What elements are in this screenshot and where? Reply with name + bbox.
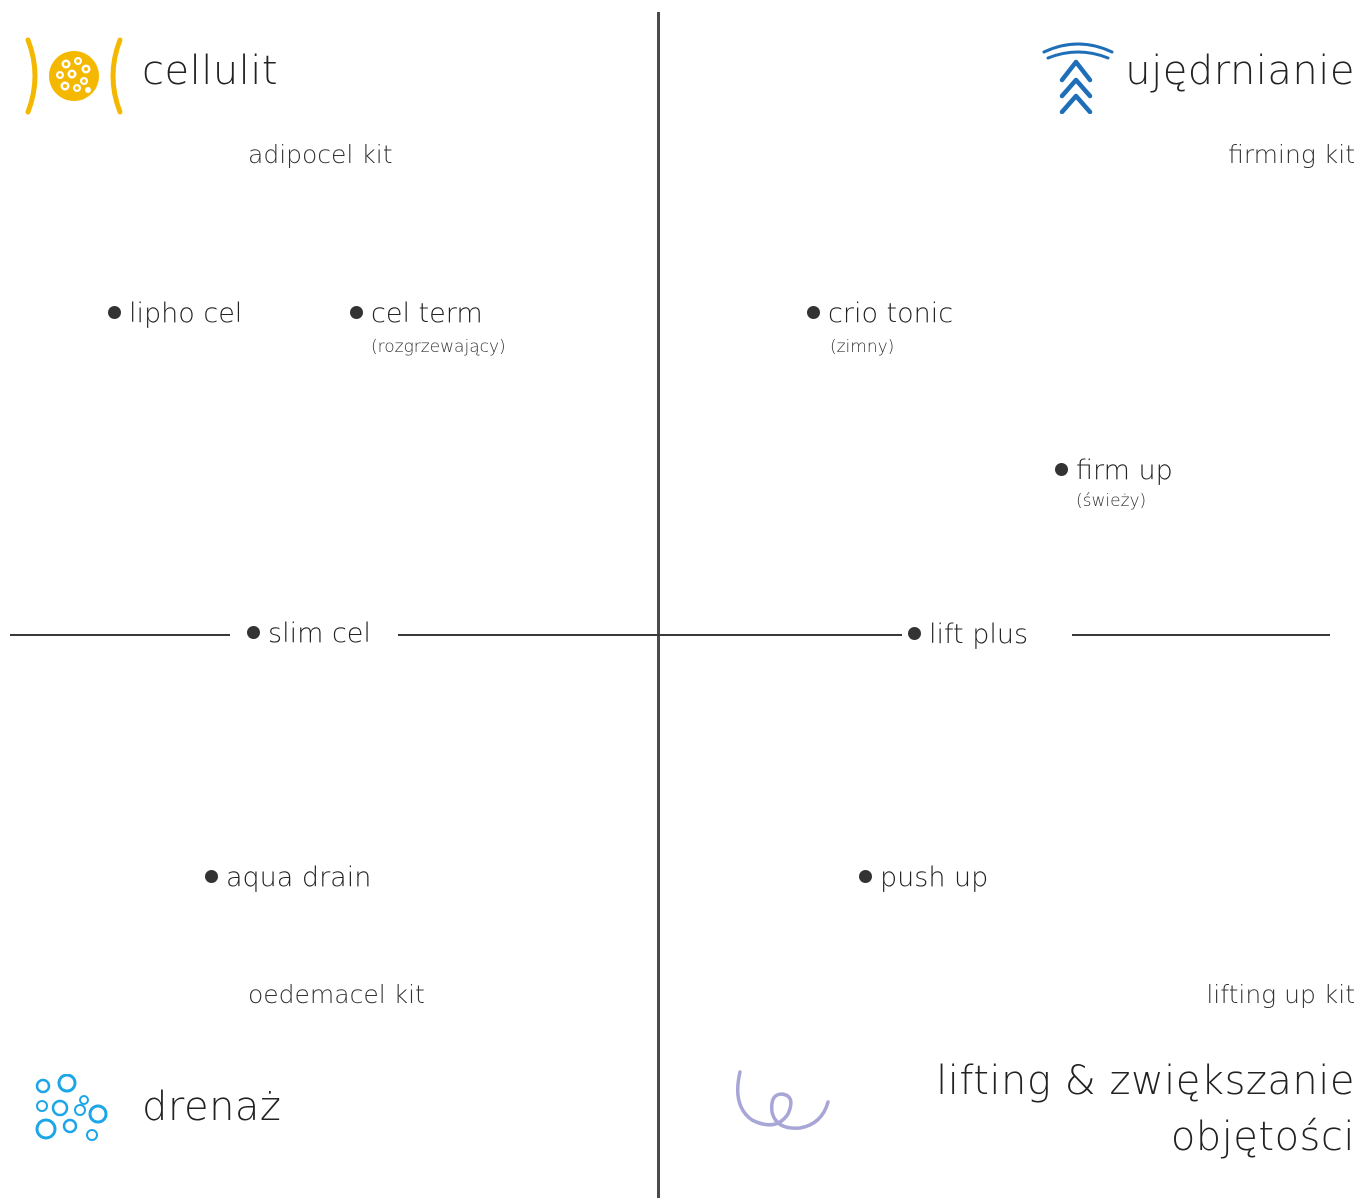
kit-oedemacel: oedemacel kit bbox=[248, 980, 425, 1009]
item-push-up: push up bbox=[859, 862, 988, 893]
spiral-icon bbox=[730, 1066, 834, 1138]
item-label: push up bbox=[880, 862, 989, 893]
item-note-crio-tonic: (zimny) bbox=[830, 337, 895, 357]
item-crio-tonic: crio tonic bbox=[807, 298, 953, 329]
heading-cellulit: cellulit bbox=[142, 48, 279, 94]
heading-drenaz: drenaż bbox=[142, 1084, 282, 1130]
item-cel-term: cel term bbox=[350, 298, 483, 329]
kit-adipocel: adipocel kit bbox=[248, 140, 393, 169]
heading-ujedrnianie: ujędrnianie bbox=[1125, 48, 1355, 94]
bullet-dot bbox=[908, 627, 921, 640]
item-lift-plus: lift plus bbox=[908, 619, 1028, 650]
item-aqua-drain: aqua drain bbox=[205, 862, 371, 893]
bullet-dot bbox=[350, 306, 363, 319]
item-label: lift plus bbox=[929, 619, 1029, 650]
vertical-axis bbox=[657, 12, 660, 1198]
bullet-dot bbox=[859, 870, 872, 883]
kit-firming: firming kit bbox=[1228, 140, 1355, 169]
cellulite-cells-icon bbox=[22, 36, 126, 120]
item-label: cel term bbox=[371, 298, 483, 329]
item-label: firm up bbox=[1076, 455, 1173, 486]
bullet-dot bbox=[108, 306, 121, 319]
kit-lifting-up: lifting up kit bbox=[1206, 980, 1355, 1009]
item-label: crio tonic bbox=[828, 298, 954, 329]
firming-chevrons-icon bbox=[1036, 40, 1118, 118]
item-note-cel-term: (rozgrzewający) bbox=[371, 337, 506, 357]
bullet-dot bbox=[205, 870, 218, 883]
bullet-dot bbox=[247, 626, 260, 639]
horizontal-axis-right bbox=[1072, 634, 1330, 636]
bubbles-icon bbox=[34, 1073, 114, 1158]
item-lipho-cel: lipho cel bbox=[108, 298, 242, 329]
item-label: lipho cel bbox=[129, 298, 243, 329]
item-note-firm-up: (świeży) bbox=[1076, 491, 1147, 511]
horizontal-axis-left bbox=[10, 634, 230, 636]
heading-lifting-line1: lifting & zwiększanie bbox=[936, 1058, 1355, 1104]
heading-lifting-line2: objętości bbox=[1170, 1114, 1355, 1160]
item-firm-up: firm up bbox=[1055, 455, 1173, 486]
item-label: slim cel bbox=[268, 618, 371, 649]
horizontal-axis-center bbox=[398, 634, 902, 636]
bullet-dot bbox=[1055, 463, 1068, 476]
item-slim-cel: slim cel bbox=[247, 618, 371, 649]
item-label: aqua drain bbox=[226, 862, 372, 893]
bullet-dot bbox=[807, 306, 820, 319]
